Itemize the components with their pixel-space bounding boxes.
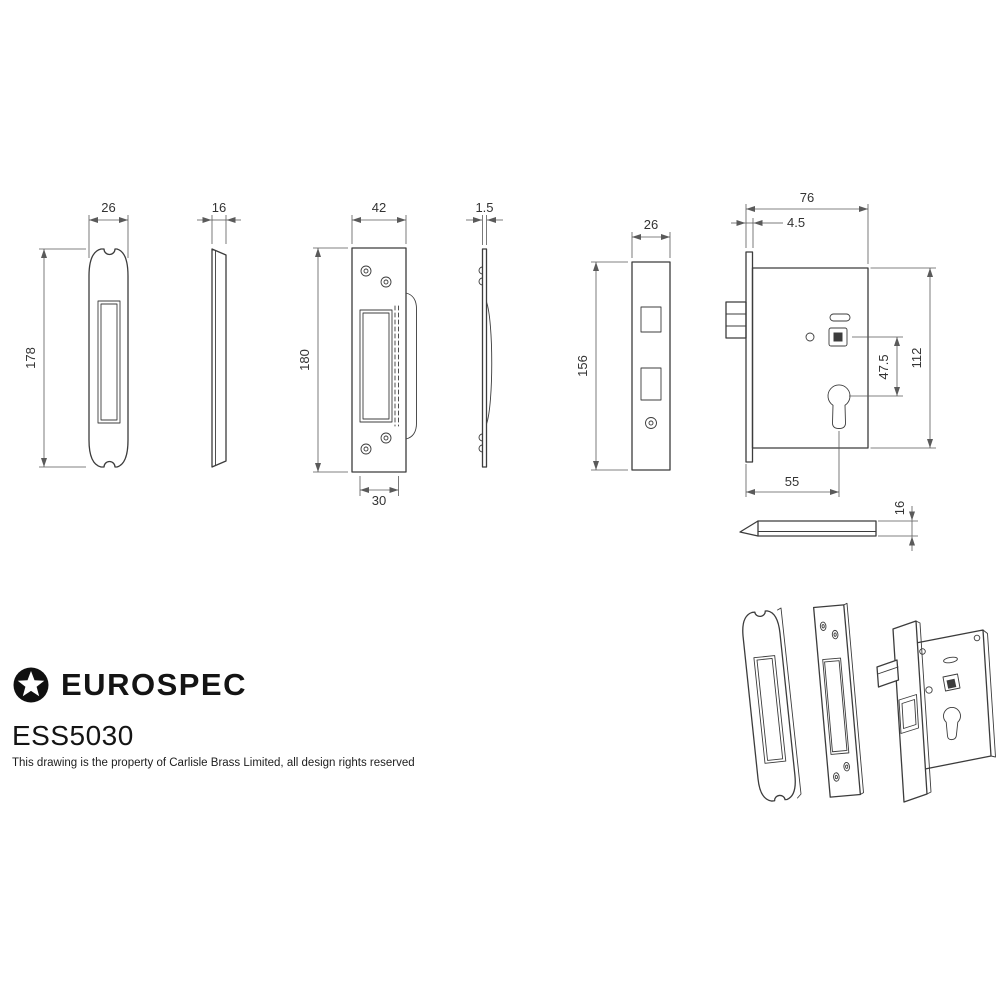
lock-case-side-view: 76 4.5 47.5 112 55 bbox=[726, 190, 936, 497]
dim-forend-height: 180 bbox=[297, 247, 348, 473]
follower-hole bbox=[829, 328, 847, 346]
dim-label-strike-depth: 16 bbox=[212, 200, 226, 215]
strike-box-lip bbox=[406, 293, 417, 439]
strike-plate-side-view: 16 bbox=[197, 200, 241, 467]
dim-follower-bar-height: 16 bbox=[878, 501, 918, 551]
dim-strike-width: 26 bbox=[88, 200, 129, 258]
strike-plate-front-view: 26 178 bbox=[23, 200, 128, 467]
follower-hole-iso bbox=[943, 674, 960, 691]
faceplate-outline bbox=[632, 262, 670, 470]
model-number: ESS5030 bbox=[12, 720, 134, 751]
dim-forend-opening-width: 30 bbox=[359, 476, 399, 508]
dim-backset: 55 bbox=[745, 431, 840, 497]
strike-iso-thickness-edge bbox=[778, 608, 802, 798]
latch-bolt-iso bbox=[877, 660, 899, 687]
strike-box-hidden-edges bbox=[395, 306, 399, 426]
case-fixing-hole-iso bbox=[926, 687, 932, 693]
dim-plate-thickness: 1.5 bbox=[466, 200, 503, 245]
brand-logo: EUROSPEC bbox=[12, 666, 415, 704]
follower-bar bbox=[758, 521, 876, 536]
spindle-square bbox=[833, 332, 843, 342]
dim-label-centres: 47.5 bbox=[876, 354, 891, 379]
dim-label-forend-height: 180 bbox=[297, 349, 312, 371]
case-lug-hole-top bbox=[920, 649, 926, 655]
dim-label-forend-width: 42 bbox=[372, 200, 386, 215]
fixing-hole bbox=[646, 418, 657, 429]
case-side-face bbox=[916, 630, 991, 769]
dim-label-case-height: 112 bbox=[909, 348, 924, 369]
copyright-note: This drawing is the property of Carlisle… bbox=[12, 757, 415, 769]
case-lug-hole-back bbox=[974, 635, 980, 641]
dim-label-strike-height: 178 bbox=[23, 347, 38, 369]
euro-cutout-iso bbox=[944, 707, 961, 739]
dim-label-faceplate-height: 156 bbox=[575, 355, 590, 377]
dim-faceplate-height: 156 bbox=[575, 261, 628, 471]
star-icon bbox=[13, 667, 49, 703]
deadbolt-opening-inner-iso bbox=[902, 700, 916, 729]
dim-case-height: 112 bbox=[870, 267, 936, 449]
dim-label-backset: 55 bbox=[785, 474, 799, 489]
forend-plate-outline bbox=[352, 248, 406, 472]
latch-bolt bbox=[726, 302, 746, 338]
dim-label-plate-thickness: 1.5 bbox=[475, 200, 493, 215]
forend-side-outline bbox=[483, 249, 487, 467]
brand-name: EUROSPEC bbox=[61, 667, 247, 702]
lock-body-iso-view bbox=[877, 621, 996, 802]
dim-faceplate-width: 26 bbox=[631, 217, 671, 258]
dim-centres: 47.5 bbox=[849, 336, 903, 397]
dim-strike-depth: 16 bbox=[197, 200, 241, 244]
handing-slot-iso bbox=[943, 656, 958, 664]
euro-cylinder-cutout bbox=[828, 385, 850, 429]
title-block: EUROSPEC ESS5030 This drawing is the pro… bbox=[12, 666, 415, 769]
forend-plate-iso-view bbox=[813, 603, 864, 798]
lock-case-outline bbox=[753, 268, 869, 448]
dim-case-depth: 76 bbox=[745, 190, 869, 264]
follower-bar-view: 16 bbox=[740, 501, 918, 551]
follower-bar-tip bbox=[740, 521, 758, 536]
lock-faceplate-front-view: 26 156 bbox=[575, 217, 670, 470]
dim-label-case-depth: 76 bbox=[800, 190, 814, 205]
dim-label-faceplate-width: 26 bbox=[644, 217, 658, 232]
strike-plate-iso-view bbox=[740, 608, 802, 803]
strike-forend-front-view: 42 180 30 bbox=[297, 200, 417, 508]
dim-label-forend-opening: 30 bbox=[372, 493, 386, 508]
strike-side-outline bbox=[212, 249, 226, 467]
dim-label-strike-width: 26 bbox=[101, 200, 115, 215]
screw-holes bbox=[361, 266, 391, 454]
forend-thickness-edge-iso bbox=[916, 621, 931, 794]
dim-strike-height: 178 bbox=[23, 248, 86, 468]
forend-side-view: 1.5 bbox=[466, 200, 503, 467]
box-lip-profile bbox=[487, 302, 492, 424]
dim-label-follower-bar-height: 16 bbox=[892, 501, 907, 515]
case-fixing-hole bbox=[806, 333, 814, 341]
latch-opening bbox=[641, 307, 661, 332]
handing-slot bbox=[830, 314, 850, 321]
dim-label-faceplate-offset: 4.5 bbox=[787, 215, 805, 230]
forend-iso-thickness-edge bbox=[844, 603, 864, 794]
screw-bosses bbox=[479, 267, 483, 452]
dim-faceplate-offset: 4.5 bbox=[731, 215, 805, 248]
dim-forend-width: 42 bbox=[351, 200, 407, 244]
spindle-square-iso bbox=[946, 678, 957, 689]
case-back-edge bbox=[983, 630, 996, 757]
deadbolt-opening-iso bbox=[899, 695, 919, 734]
latch-bolt-line-iso bbox=[878, 667, 898, 674]
strike-plate-outline bbox=[89, 249, 128, 467]
forend-edge bbox=[746, 252, 753, 462]
deadbolt-opening bbox=[641, 368, 661, 400]
